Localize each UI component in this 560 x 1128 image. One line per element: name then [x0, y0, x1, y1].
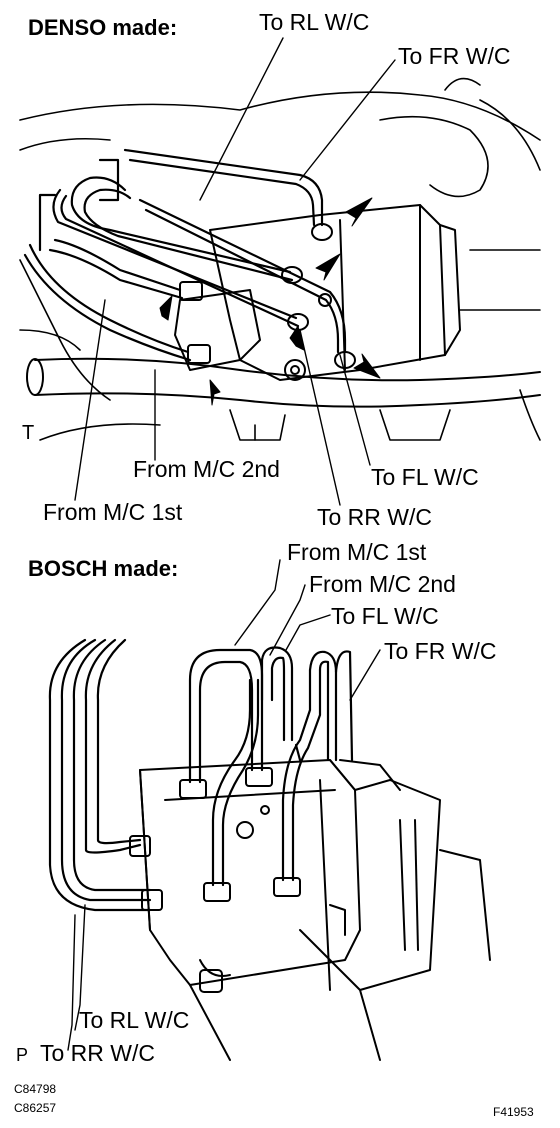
denso-label-to-fr-wc: To FR W/C: [398, 43, 511, 69]
bosch-label-from-mc-1st: From M/C 1st: [287, 539, 427, 565]
denso-leader-lines: [74, 37, 396, 506]
bosch-label-to-rr-wc: To RR W/C: [40, 1040, 155, 1066]
denso-label-to-rr-wc: To RR W/C: [317, 504, 432, 530]
bosch-label-from-mc-2nd: From M/C 2nd: [309, 571, 456, 597]
denso-label-from-mc-2nd: From M/C 2nd: [133, 456, 280, 482]
bosch-label-to-fr-wc: To FR W/C: [384, 638, 497, 664]
denso-background-body: [19, 77, 541, 441]
denso-section-title: DENSO made:: [28, 15, 178, 40]
figure-code-1: C84798: [14, 1082, 57, 1096]
bosch-label-to-rl-wc: To RL W/C: [79, 1007, 190, 1033]
bosch-section-title: BOSCH made:: [28, 556, 179, 581]
bosch-fitting-nuts: [129, 767, 301, 911]
bosch-leader-lines: [67, 559, 381, 1051]
denso-edge-mark: T: [22, 422, 35, 444]
denso-label-from-mc-1st: From M/C 1st: [43, 499, 183, 525]
denso-label-to-rl-wc: To RL W/C: [259, 9, 370, 35]
denso-brake-lines: [23, 148, 347, 362]
figure-code-2: C86257: [14, 1101, 57, 1115]
denso-pointer-arrows: [159, 197, 381, 406]
denso-actuator-block: [174, 204, 461, 381]
bosch-actuator-housing: [139, 759, 491, 1061]
figure-code-3: F41953: [493, 1105, 534, 1119]
denso-label-to-fl-wc: To FL W/C: [371, 464, 479, 490]
bosch-left-lines: [48, 638, 152, 912]
bosch-label-to-fl-wc: To FL W/C: [331, 603, 439, 629]
denso-hose: [26, 357, 541, 408]
bosch-edge-mark: P: [16, 1045, 29, 1065]
bosch-pipes: [188, 646, 354, 887]
